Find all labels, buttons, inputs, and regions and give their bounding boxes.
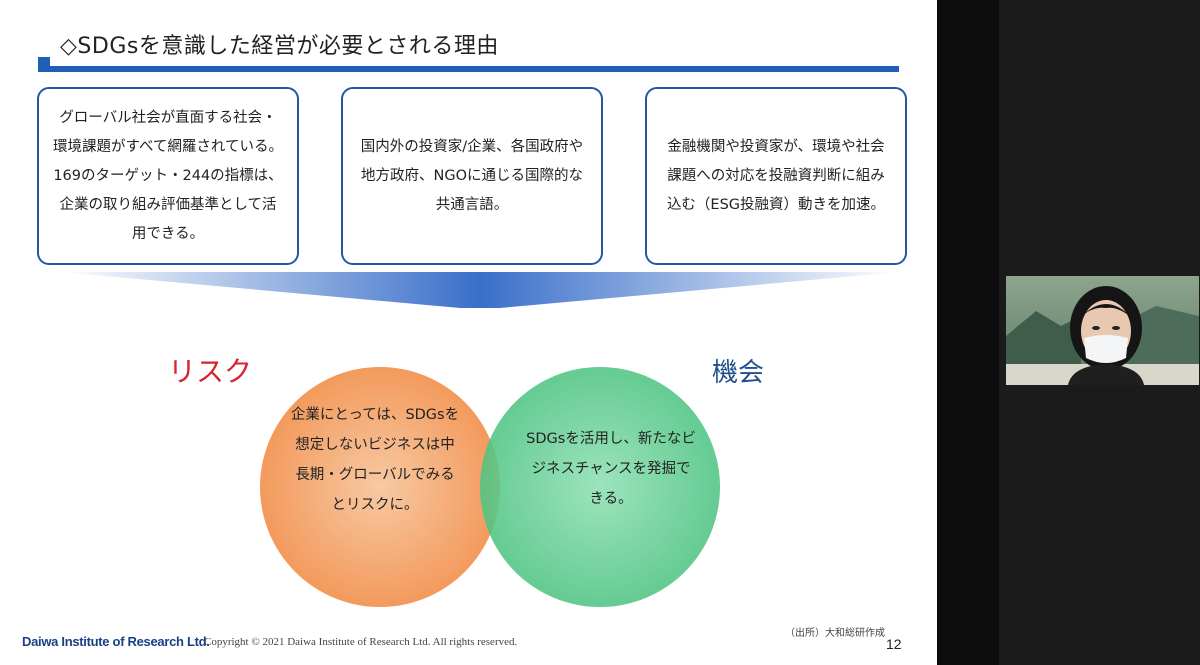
reason-box-2: 国内外の投資家/企業、各国政府や地方政府、NGOに通じる国際的な共通言語。	[341, 87, 603, 265]
participant-video-tile[interactable]	[1006, 276, 1199, 385]
reason-box-1: グローバル社会が直面する社会・環境課題がすべて網羅されている。169のターゲット…	[37, 87, 299, 265]
copyright-text: Copyright © 2021 Daiwa Institute of Rese…	[204, 636, 517, 648]
source-note: （出所）大和総研作成	[785, 624, 885, 639]
company-logo: Daiwa Institute of Research Ltd.	[22, 634, 210, 649]
risk-label: リスク	[168, 350, 252, 390]
side-strip	[937, 0, 999, 665]
reason-box-3: 金融機関や投資家が、環境や社会課題への対応を投融資判断に組み込む（ESG投融資）…	[645, 87, 907, 265]
reason-box-3-text: 金融機関や投資家が、環境や社会課題への対応を投融資判断に組み込む（ESG投融資）…	[661, 133, 891, 220]
funnel-arrow	[60, 272, 900, 308]
title-underline	[50, 66, 899, 72]
page-number: 12	[886, 636, 902, 652]
reason-box-1-text: グローバル社会が直面する社会・環境課題がすべて網羅されている。169のターゲット…	[53, 104, 283, 249]
slide-title: ◇SDGsを意識した経営が必要とされる理由	[60, 28, 499, 60]
person-with-mask-icon	[1006, 276, 1199, 385]
reason-box-2-text: 国内外の投資家/企業、各国政府や地方政府、NGOに通じる国際的な共通言語。	[357, 133, 587, 220]
risk-text: 企業にとっては、SDGsを想定しないビジネスは中長期・グローバルでみるとリスクに…	[290, 400, 460, 520]
presentation-slide: ◇SDGsを意識した経営が必要とされる理由 グローバル社会が直面する社会・環境課…	[0, 0, 937, 665]
opportunity-text: SDGsを活用し、新たなビジネスチャンスを発掘できる。	[526, 424, 696, 514]
title-accent-block	[38, 57, 50, 72]
